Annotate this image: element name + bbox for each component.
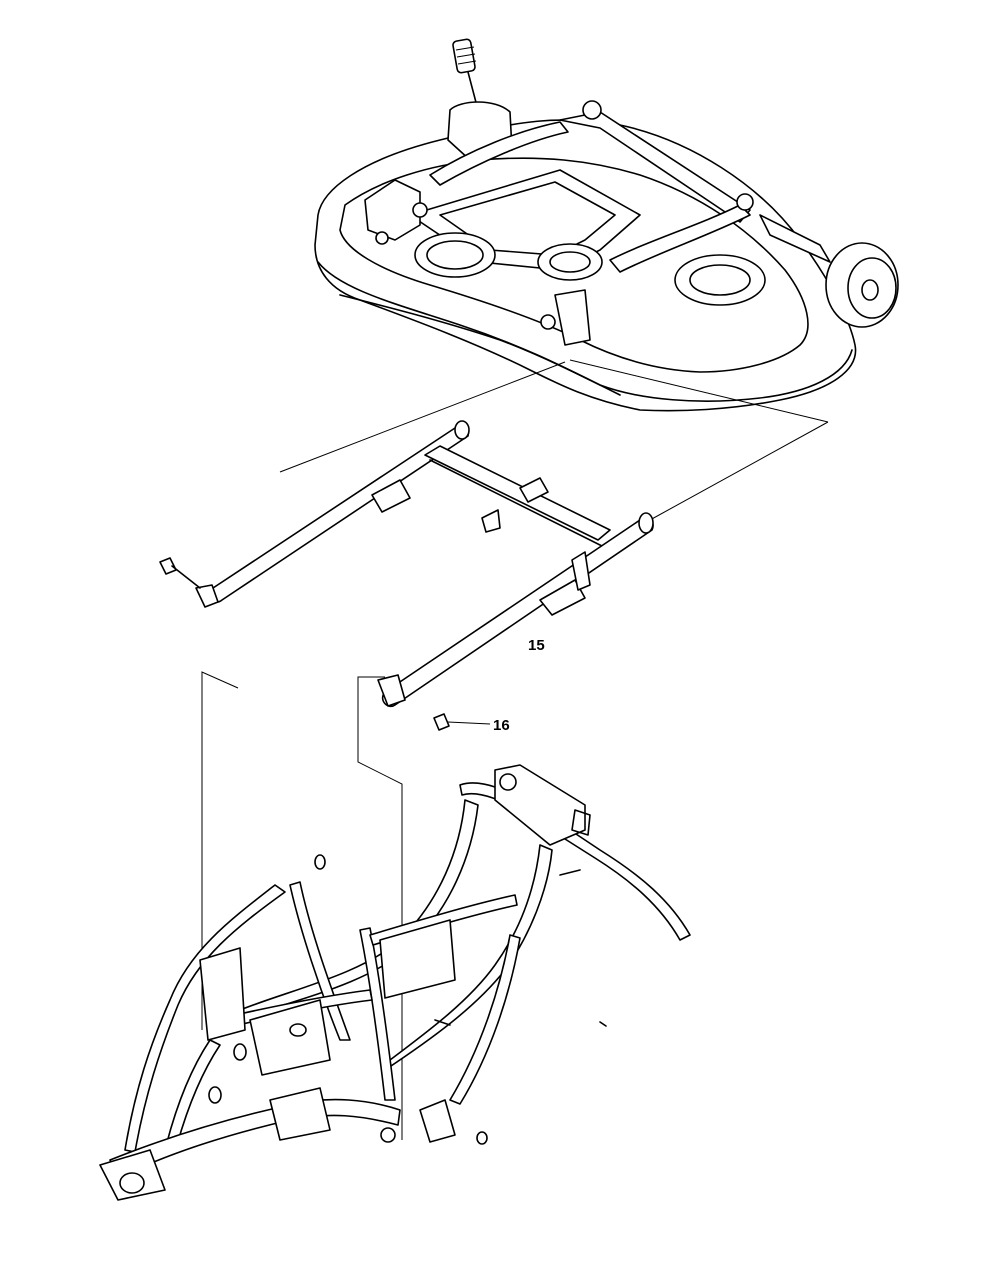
bolt-left (159, 557, 201, 589)
callout-part-16: 16 (493, 717, 510, 734)
tractor-frame (99, 764, 691, 1201)
leader-lines (201, 359, 829, 1140)
mower-deck (314, 38, 899, 412)
lift-shaft-assembly (195, 420, 654, 708)
callout-part-15: 15 (528, 637, 545, 654)
bolt-16 (433, 713, 491, 731)
